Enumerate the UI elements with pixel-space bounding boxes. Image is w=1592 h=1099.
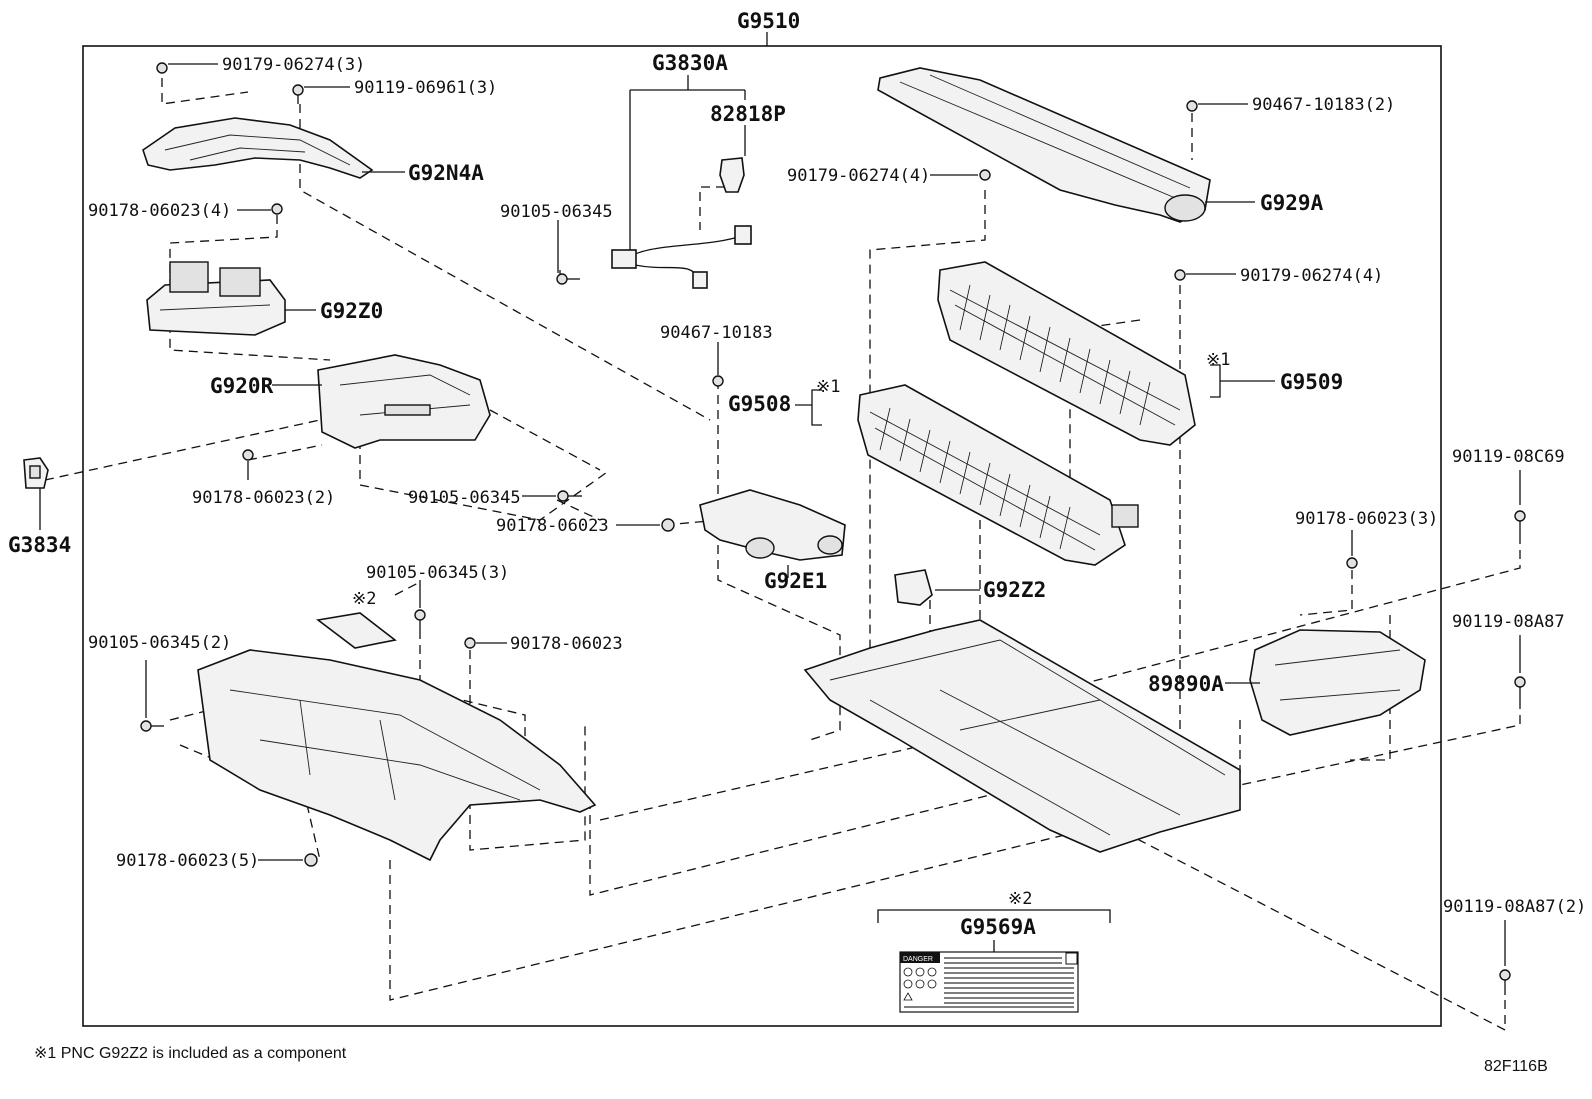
footnote: ※1 PNC G92Z2 is included as a component — [34, 1045, 347, 1062]
label-90467-10183-2: 90467-10183(2) — [1252, 95, 1395, 115]
label-90119-08a87-2: 90119-08A87(2) — [1443, 897, 1586, 917]
label-g92z0: G92Z0 — [320, 299, 383, 323]
label-90179-06274-3: 90179-06274(3) — [222, 55, 365, 75]
label-90105-06345-2: 90105-06345(2) — [88, 633, 231, 653]
label-mark2-b: ※2 — [1008, 889, 1032, 909]
label-g92z2: G92Z2 — [983, 578, 1046, 602]
label-sheet — [316, 612, 397, 649]
label-82818p: 82818P — [710, 102, 786, 126]
label-g92e1: G92E1 — [764, 569, 827, 593]
lower-cover — [197, 649, 597, 862]
label-g3834: G3834 — [8, 533, 71, 557]
label-90179-06274-4-a: 90179-06274(4) — [787, 166, 930, 186]
warning-label-g9569a: DANGER — [899, 951, 1079, 1013]
label-90178-06023-5: 90178-06023(5) — [116, 851, 259, 871]
label-mark1-b: ※1 — [1206, 350, 1230, 370]
label-90178-06023-b: 90178-06023 — [510, 634, 623, 654]
duct-g92e1 — [699, 489, 846, 561]
label-g92n4a: G92N4A — [408, 161, 484, 185]
label-90178-06023-a: 90178-06023 — [496, 516, 609, 536]
warning-label-header: DANGER — [903, 956, 933, 963]
label-90178-06023-4: 90178-06023(4) — [88, 201, 231, 221]
label-g9509: G9509 — [1280, 370, 1343, 394]
label-mark1-a: ※1 — [816, 377, 840, 397]
battery-module-g9509 — [937, 261, 1196, 446]
label-90105-06345-b: 90105-06345 — [500, 202, 613, 222]
label-90119-08c69: 90119-08C69 — [1452, 447, 1565, 467]
solid-leaders — [39, 63, 1521, 966]
bracket-g920r — [317, 354, 491, 449]
label-90119-06961-3: 90119-06961(3) — [354, 78, 497, 98]
label-89890a: 89890A — [1148, 672, 1224, 696]
label-g3830a: G3830A — [652, 51, 728, 75]
junction-block-g92z0 — [146, 261, 286, 336]
clip-g92z2 — [894, 569, 933, 606]
label-90105-06345-a: 90105-06345 — [408, 488, 521, 508]
label-g929a: G929A — [1260, 191, 1324, 215]
duct-g929a — [877, 67, 1211, 223]
battery-module-g9508 — [857, 384, 1139, 566]
label-g920r: G920R — [210, 374, 274, 398]
fasteners — [140, 62, 1526, 995]
part-labels: 90179-06274(3) 90119-06961(3) G92N4A 901… — [8, 51, 1586, 939]
cover-89890a — [1249, 629, 1426, 736]
label-90179-06274-4-b: 90179-06274(4) — [1240, 266, 1383, 286]
clip-g3834 — [23, 457, 49, 489]
label-g9569a: G9569A — [960, 915, 1036, 939]
label-90178-06023-2: 90178-06023(2) — [192, 488, 335, 508]
label-90467-10183: 90467-10183 — [660, 323, 773, 343]
label-90119-08a87: 90119-08A87 — [1452, 612, 1565, 632]
assembly-frame — [82, 45, 1442, 1027]
figure-code: 82F116B — [1484, 1058, 1548, 1075]
label-90105-06345-3: 90105-06345(3) — [366, 563, 509, 583]
label-g9508: G9508 — [728, 392, 791, 416]
cover-g92n4a — [142, 117, 374, 179]
wire-harness-g3830a — [611, 157, 752, 289]
battery-tray — [803, 619, 1241, 853]
label-90178-06023-3: 90178-06023(3) — [1295, 509, 1438, 529]
frame-label: G9510 — [737, 9, 800, 33]
label-mark2-a: ※2 — [352, 589, 376, 609]
